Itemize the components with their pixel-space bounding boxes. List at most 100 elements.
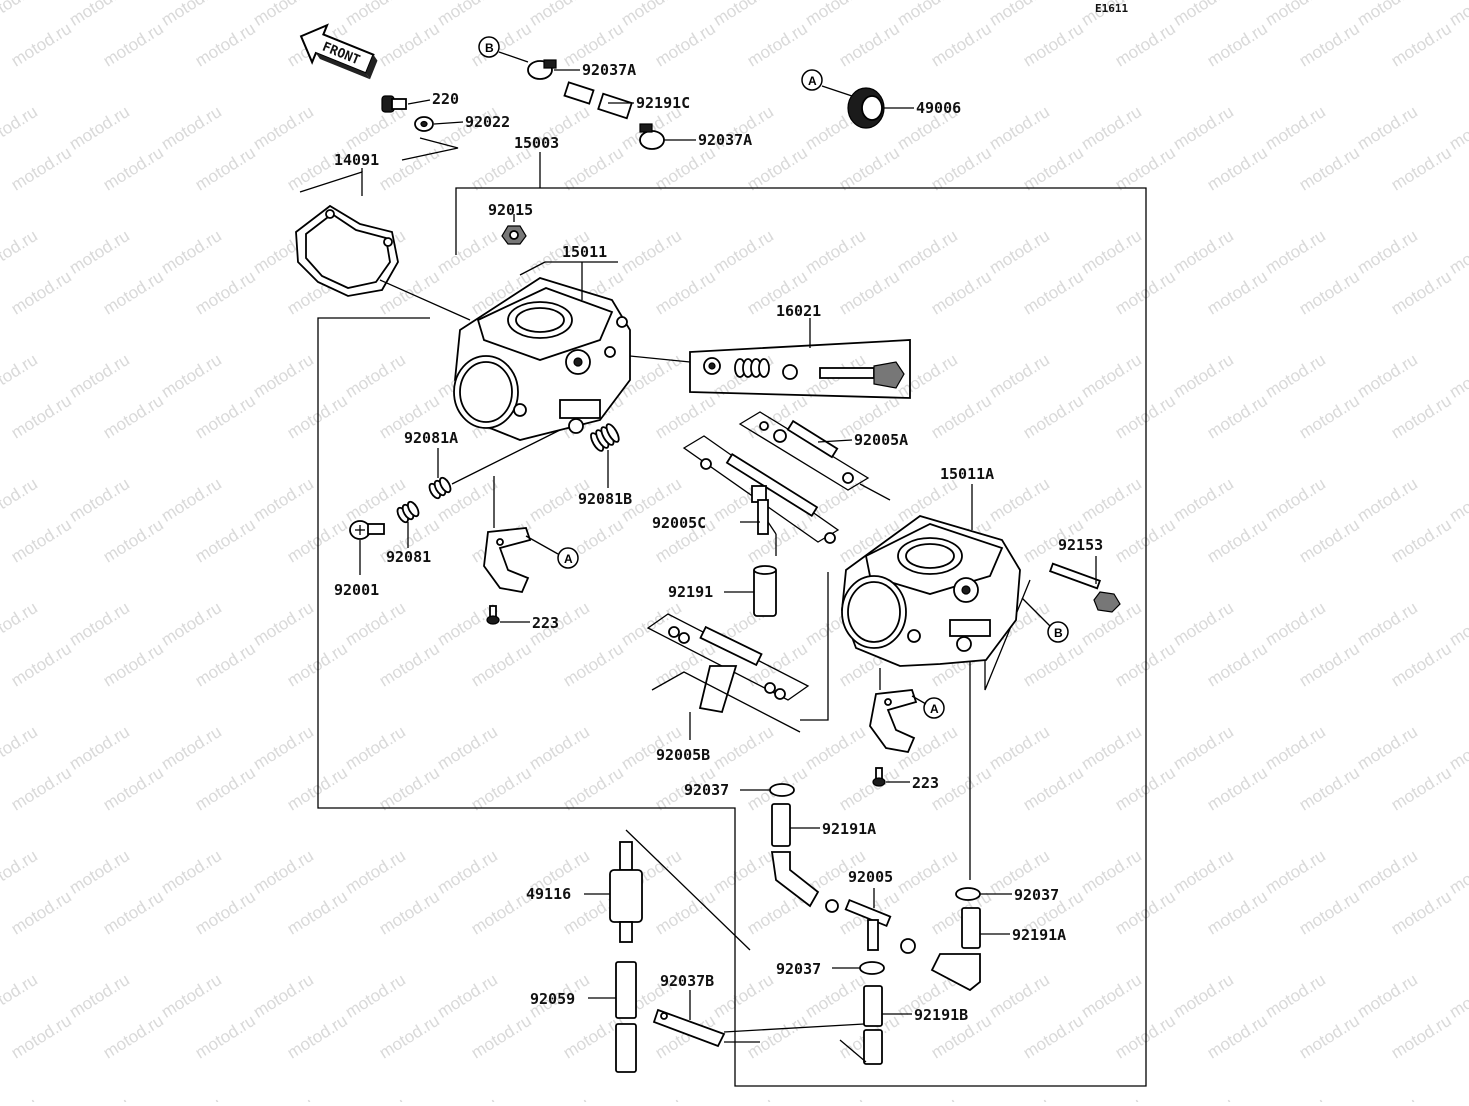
watermark-text: motod.ru [284,1011,351,1063]
part-label-92005b: 92005B [656,746,710,764]
part-label-92005: 92005 [848,868,893,886]
watermark-text: motod.ru [1112,763,1179,815]
watermark-text: motod.ru [894,226,961,278]
watermark-text: motod.ru [1020,19,1087,71]
nut-92015: 92015 [488,201,533,245]
strap-92037b: 92037B [652,972,865,1048]
watermark-text: motod.ru [192,267,259,319]
watermark-text: motod.ru [986,1094,1053,1102]
watermark-text: motod.ru [192,515,259,567]
watermark-text: motod.ru [250,722,317,774]
watermark-text: motod.ru [652,267,719,319]
hose-92191a-left: 92191A [770,803,876,908]
watermark-text: motod.ru [376,763,443,815]
part-label-92037-mid: 92037 [684,781,729,799]
watermark-text: motod.ru [376,1011,443,1063]
watermark-text: motod.ru [1170,1094,1237,1102]
watermark-text: motod.ru [1204,515,1271,567]
watermark-text: motod.ru [710,0,777,30]
watermark-text: motod.ru [250,970,317,1022]
watermark-text: motod.ru [1446,102,1469,154]
watermark-text: motod.ru [66,474,133,526]
callout-a-letter-left: A [564,552,573,566]
watermark-text: motod.ru [468,19,535,71]
watermark-text: motod.ru [802,226,869,278]
hose-92191a-right: 92191A [930,907,1066,992]
watermark-text: motod.ru [342,598,409,650]
screw-kit-16021: 16021 [629,302,911,399]
watermark-text: motod.ru [434,722,501,774]
part-label-92059: 92059 [530,990,575,1008]
watermark-text: motod.ru [526,0,593,30]
filter-49116: 49116 [526,829,751,951]
part-label-15011a: 15011A [940,465,994,483]
part-label-15011: 15011 [562,243,607,261]
watermark-text: motod.ru [1170,722,1237,774]
watermark-text: motod.ru [1296,763,1363,815]
watermark-text: motod.ru [1388,267,1455,319]
watermark-text: motod.ru [1020,143,1087,195]
watermark-text: motod.ru [836,143,903,195]
watermark-text: motod.ru [376,143,443,195]
watermark-text: motod.ru [526,1094,593,1102]
part-label-92191a-right: 92191A [1012,926,1066,944]
watermark-text: motod.ru [192,763,259,815]
watermark-text: motod.ru [1354,0,1421,30]
watermark-text: motod.ru [284,515,351,567]
watermark-text: motod.ru [1446,350,1469,402]
watermark-text: motod.ru [1020,391,1087,443]
fitting-92005b: 92005B [646,613,810,764]
watermark-text: motod.ru [158,102,225,154]
callout-b-letter-right: B [1054,626,1063,640]
watermark-text: motod.ru [1204,143,1271,195]
watermark-text: motod.ru [192,391,259,443]
part-label-92015: 92015 [488,201,533,219]
part-label-16021: 16021 [776,302,821,320]
watermark-text: motod.ru [1262,474,1329,526]
watermark-text: motod.ru [158,350,225,402]
watermark-text: motod.ru [376,639,443,691]
part-label-92005c: 92005C [652,514,706,532]
watermark-text: motod.ru [986,722,1053,774]
watermark-text: motod.ru [894,350,961,402]
watermark-text: motod.ru [8,887,75,939]
watermark-text: motod.ru [8,515,75,567]
watermark-text: motod.ru [100,639,167,691]
watermark-text: motod.ru [342,350,409,402]
watermark-text: motod.ru [100,19,167,71]
part-label-92081: 92081 [386,548,431,566]
watermark-text: motod.ru [986,0,1053,30]
watermark-text: motod.ru [192,1011,259,1063]
watermark-text: motod.ru [284,887,351,939]
watermark-text: motod.ru [1020,1011,1087,1063]
watermark-text: motod.ru [434,226,501,278]
watermark-text: motod.ru [1204,19,1271,71]
watermark-text: motod.ru [1388,763,1455,815]
part-label-92037b: 92037B [660,972,714,990]
callout-a-letter: A [808,74,817,88]
hose-92059: 92059 [530,961,637,1073]
watermark-text: motod.ru [986,226,1053,278]
part-label-92153: 92153 [1058,536,1103,554]
watermark-text: motod.ru [0,970,41,1022]
watermark-text: motod.ru [434,0,501,30]
watermark-text: motod.ru [250,1094,317,1102]
watermark-text: motod.ru [744,143,811,195]
watermark-text: motod.ru [1296,143,1363,195]
part-label-49006: 49006 [916,99,961,117]
watermark-text: motod.ru [434,970,501,1022]
screw-223-right: 223 [872,767,939,792]
watermark-text: motod.ru [100,391,167,443]
watermark-text: motod.ru [1354,474,1421,526]
watermark-text: motod.ru [158,970,225,1022]
clamp-92037a-bottom: 92037A [639,123,752,150]
watermark-text: motod.ru [250,350,317,402]
watermark-text: motod.ru [1296,267,1363,319]
watermark-text: motod.ru [0,474,41,526]
bolt-220: 220 [381,90,459,113]
watermark-text: motod.ru [66,1094,133,1102]
watermark-text: motod.ru [744,1011,811,1063]
watermark-text: motod.ru [192,19,259,71]
watermark-text: motod.ru [986,474,1053,526]
watermark-text: motod.ru [1354,846,1421,898]
